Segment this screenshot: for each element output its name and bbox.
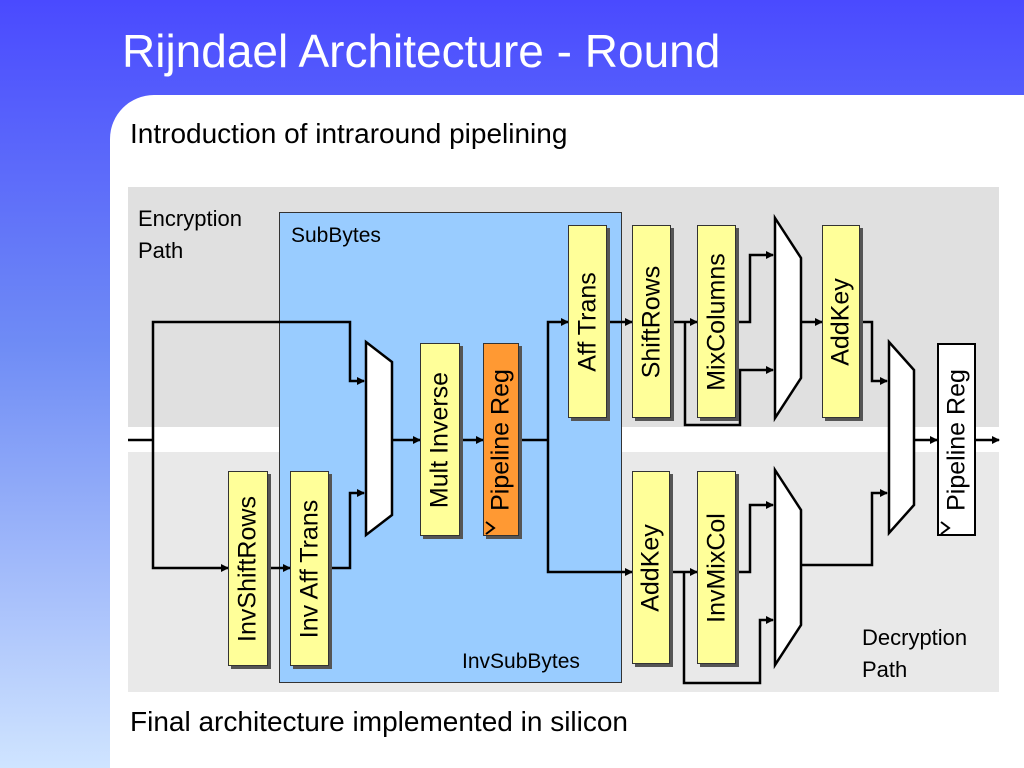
clock-marker-icon [485,521,496,535]
mux-encryption [773,213,803,423]
aff-trans-block: Aff Trans [568,225,607,418]
subbytes-label: SubBytes [291,224,381,247]
inv-shift-rows-block: InvShiftRows [228,471,268,666]
pipeline-reg-output-block: Pipeline Reg [937,343,976,536]
slide-subtitle: Introduction of intraround pipelining [130,118,568,149]
shift-rows-block: ShiftRows [632,225,671,418]
invsubbytes-label: InvSubBytes [462,650,580,673]
add-key-encryption-block: AddKey [822,225,860,418]
pipeline-reg-inner-block: Pipeline Reg [483,343,519,536]
mix-columns-block: MixColumns [697,225,736,418]
mux-final [887,338,916,537]
mult-inverse-block: Mult Inverse [420,343,460,536]
encryption-path-label: Encryption Path [138,206,242,263]
slide-footer: Final architecture implemented in silico… [130,706,628,737]
decryption-path-label: Decryption Path [862,625,968,682]
add-key-decryption-block: AddKey [632,471,670,664]
clock-marker-icon [940,521,951,535]
inv-aff-trans-block: Inv Aff Trans [290,471,329,666]
slide-title: Rijndael Architecture - Round [122,25,721,77]
inv-mix-col-block: InvMixCol [697,471,736,664]
mux-front [364,339,394,538]
mux-decryption [773,465,803,670]
